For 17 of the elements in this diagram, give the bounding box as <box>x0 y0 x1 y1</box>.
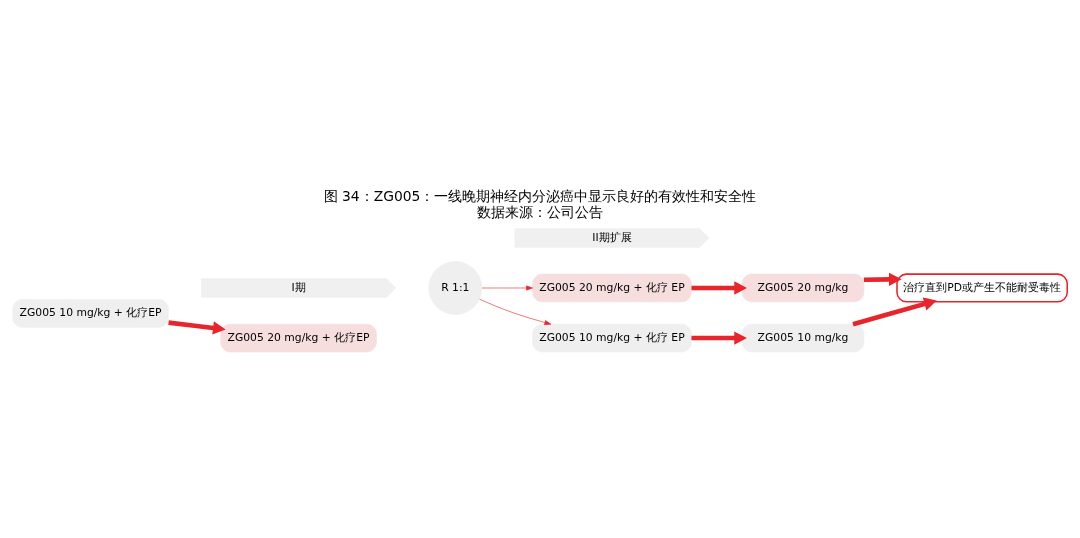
node-circle: R 1:1 <box>428 260 483 315</box>
node-box: ZG005 20 mg/kg + 化疗 EP <box>532 273 692 302</box>
arrow <box>863 272 902 286</box>
caption: 数据来源：公司公告 <box>477 203 603 220</box>
arrow <box>479 298 552 325</box>
node-box: ZG005 20 mg/kg + 化疗EP <box>220 323 377 352</box>
arrow <box>168 319 226 335</box>
node-box: ZG005 10 mg/kg <box>741 323 865 352</box>
diagram-title: 图 34：ZG005：一线晚期神经内分泌癌中显示良好的有效性和安全性 <box>323 187 757 204</box>
node-box: ZG005 10 mg/kg + 化疗EP <box>12 298 169 328</box>
node-box: ZG005 20 mg/kg <box>741 273 865 302</box>
arrow <box>481 285 533 290</box>
node-box: 治疗直到PD或产生不能耐受毒性 <box>896 272 1068 303</box>
node-box: ZG005 10 mg/kg + 化疗 EP <box>532 323 692 352</box>
arrow <box>852 297 937 326</box>
arrow <box>691 280 747 295</box>
arrow <box>691 330 747 345</box>
